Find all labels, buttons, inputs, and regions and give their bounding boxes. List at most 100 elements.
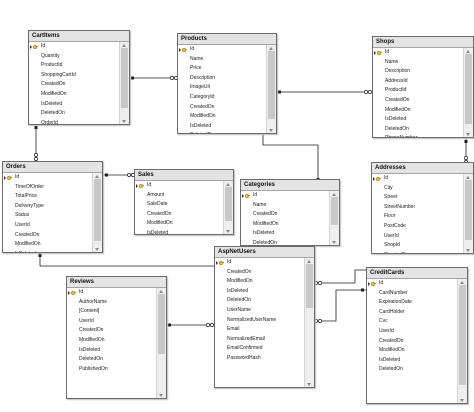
table-column[interactable]: DeletedOn: [29, 109, 120, 119]
scroll-up-icon[interactable]: [122, 43, 126, 47]
table-column[interactable]: ModifiedOn: [373, 106, 464, 116]
table-column[interactable]: Quantity: [29, 52, 120, 62]
primary-key-column[interactable]: Id: [135, 181, 224, 191]
table-column[interactable]: ModifiedOn: [3, 240, 93, 250]
table-column[interactable]: ModifiedOn: [67, 336, 157, 346]
primary-key-column[interactable]: Id: [372, 174, 464, 184]
primary-key-column[interactable]: Id: [178, 45, 267, 55]
scroll-up-icon[interactable]: [226, 182, 230, 186]
table-column[interactable]: Cvc: [367, 317, 458, 327]
table-column[interactable]: DeletedOn: [367, 365, 458, 375]
table-column[interactable]: Description: [373, 67, 464, 77]
table-column[interactable]: Price: [178, 64, 267, 74]
table-column[interactable]: DeletedOn: [67, 355, 157, 365]
table-column[interactable]: PostCode: [372, 222, 464, 232]
primary-key-column[interactable]: Id: [67, 288, 157, 298]
table-column[interactable]: Floor: [372, 212, 464, 222]
table-column[interactable]: DeletedOn: [373, 125, 464, 135]
table-column[interactable]: CreatedOn: [67, 326, 157, 336]
scrollbar[interactable]: [223, 181, 233, 234]
table-column[interactable]: CreatedOn: [367, 337, 458, 347]
table-column[interactable]: CreatedOn: [372, 251, 464, 253]
table-column[interactable]: IsDeleted: [215, 287, 305, 297]
scrollbar[interactable]: [156, 288, 166, 398]
primary-key-column[interactable]: Id: [241, 191, 330, 201]
table-column[interactable]: DeletedOn: [215, 296, 305, 306]
scrollbar[interactable]: [92, 173, 102, 252]
table-column[interactable]: ProductId: [29, 61, 120, 71]
scroll-up-icon[interactable]: [269, 46, 273, 50]
scroll-up-icon[interactable]: [332, 192, 336, 196]
table-column[interactable]: ModifiedOn: [29, 90, 120, 100]
table-column[interactable]: CreatedOn: [29, 80, 120, 90]
table-column[interactable]: CardNumber: [367, 289, 458, 299]
table-column[interactable]: TotalPrice: [3, 192, 93, 202]
scroll-thumb[interactable]: [225, 187, 232, 221]
scroll-thumb[interactable]: [94, 179, 101, 241]
table-column[interactable]: NormalizedEmail: [215, 335, 305, 345]
table-column[interactable]: NormalizedUserName: [215, 316, 305, 326]
table-column[interactable]: ShopId: [372, 241, 464, 251]
table-column[interactable]: UserId: [372, 232, 464, 242]
table-column[interactable]: PhoneNumber: [373, 134, 464, 137]
table-column[interactable]: EmailConfirmed: [215, 344, 305, 354]
scroll-down-icon[interactable]: [269, 128, 273, 132]
table-column[interactable]: DeletedOn: [241, 239, 330, 245]
table-column[interactable]: ExpirationDate: [367, 298, 458, 308]
table-column[interactable]: StreetNumber: [372, 203, 464, 213]
table-column[interactable]: TimeOfOrder: [3, 183, 93, 193]
table-column[interactable]: DeletedOn: [178, 131, 267, 133]
table-column[interactable]: CreatedOn: [241, 210, 330, 220]
scroll-down-icon[interactable]: [95, 247, 99, 251]
table-column[interactable]: Status: [3, 211, 93, 221]
table-column[interactable]: IsDeleted: [67, 346, 157, 356]
scrollbar[interactable]: [457, 279, 467, 403]
table-column[interactable]: IsDeleted: [241, 229, 330, 239]
table-column[interactable]: CreatedOn: [135, 210, 224, 220]
scroll-down-icon[interactable]: [159, 393, 163, 397]
table-column[interactable]: Name: [241, 201, 330, 211]
primary-key-column[interactable]: Id: [29, 42, 120, 52]
scroll-thumb[interactable]: [268, 51, 275, 119]
scroll-thumb[interactable]: [331, 197, 338, 225]
scroll-up-icon[interactable]: [95, 174, 99, 178]
table-column[interactable]: UserId: [3, 221, 93, 231]
scrollbar[interactable]: [304, 258, 314, 387]
scroll-up-icon[interactable]: [466, 175, 470, 179]
table-column[interactable]: ImageUrl: [178, 83, 267, 93]
table-column[interactable]: CreatedOn: [3, 231, 93, 241]
table-column[interactable]: ModifiedOn: [178, 112, 267, 122]
primary-key-column[interactable]: Id: [3, 173, 93, 183]
table-column[interactable]: ModifiedOn: [241, 220, 330, 230]
scrollbar[interactable]: [463, 174, 473, 253]
table-column[interactable]: Name: [178, 55, 267, 65]
table-column[interactable]: UserName: [215, 306, 305, 316]
table-column[interactable]: City: [372, 184, 464, 194]
table-column[interactable]: ShoppingCartId: [29, 71, 120, 81]
scroll-down-icon[interactable]: [122, 119, 126, 123]
table-column[interactable]: AuthorName: [67, 298, 157, 308]
table-column[interactable]: IsDeleted: [3, 250, 93, 252]
scroll-thumb[interactable]: [465, 180, 472, 240]
scroll-down-icon[interactable]: [466, 132, 470, 136]
table-column[interactable]: DeliveryType: [3, 202, 93, 212]
table-column[interactable]: ProductId: [373, 86, 464, 96]
table-column[interactable]: Name: [373, 58, 464, 68]
table-column[interactable]: [Content]: [67, 307, 157, 317]
table-column[interactable]: PublishedOn: [67, 365, 157, 375]
table-column[interactable]: OrderId: [29, 119, 120, 124]
table-column[interactable]: IsDeleted: [29, 100, 120, 110]
scroll-up-icon[interactable]: [466, 49, 470, 53]
table-column[interactable]: CategoryId: [178, 93, 267, 103]
table-column[interactable]: Email: [215, 325, 305, 335]
table-column[interactable]: CreatedOn: [373, 96, 464, 106]
table-column[interactable]: IsDeleted: [373, 115, 464, 125]
scroll-up-icon[interactable]: [159, 289, 163, 293]
table-column[interactable]: Amount: [135, 191, 224, 201]
table-column[interactable]: IsDeleted: [135, 229, 224, 234]
